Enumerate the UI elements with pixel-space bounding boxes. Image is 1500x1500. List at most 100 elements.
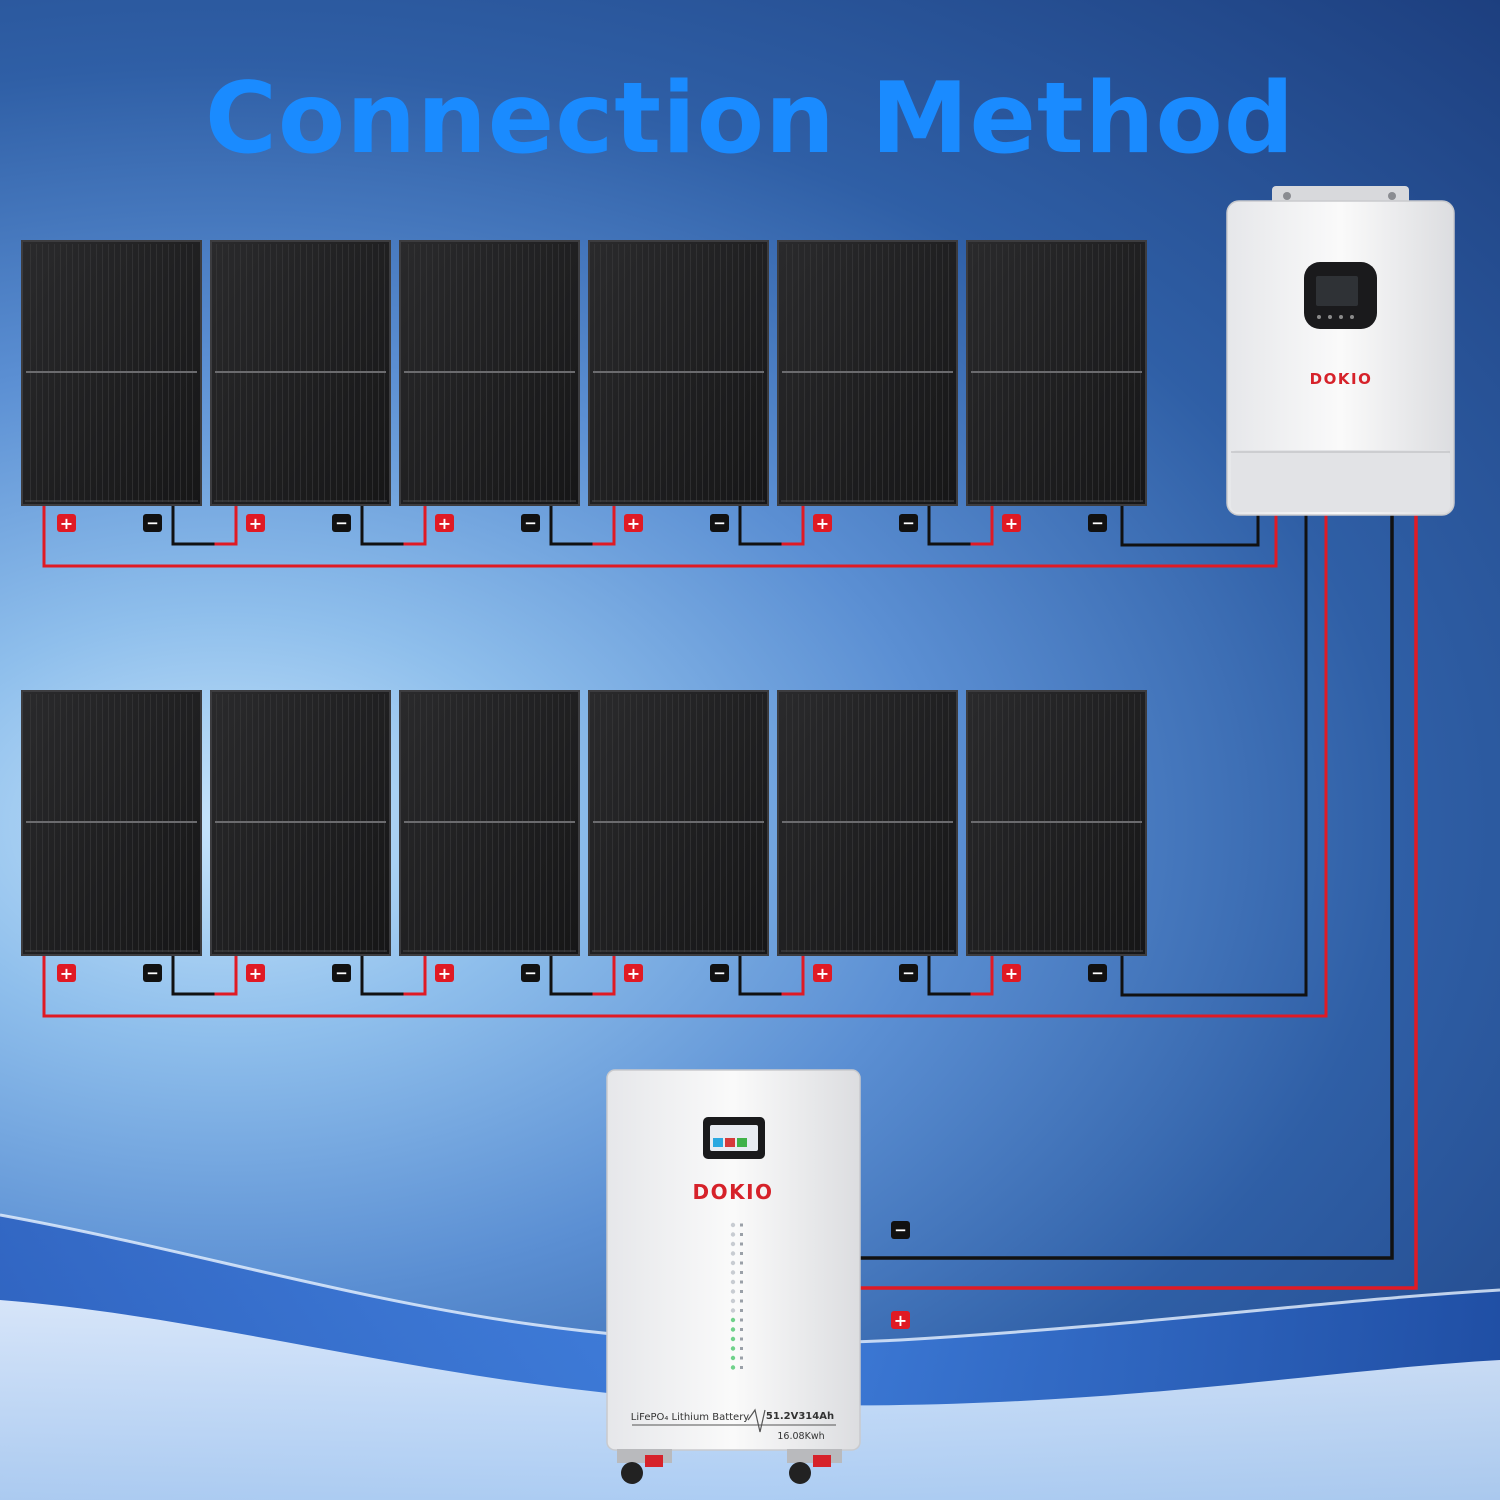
solar-panel [210,690,391,956]
battery-led [730,1355,736,1361]
negative-terminal-label: − [335,514,348,532]
string-positive-lead [42,515,1328,1018]
solar-panel [966,690,1147,956]
series-jumper-positive [781,955,805,996]
battery-led [730,1336,736,1342]
battery-led-mark [740,1242,743,1246]
series-jumper-negative [549,955,593,996]
series-jumper-negative [360,955,404,996]
positive-terminal-icon: + [246,964,265,983]
negative-terminal-icon: − [143,514,162,532]
battery-led [730,1251,736,1256]
solar-panel [21,240,202,506]
battery-led-mark [740,1252,743,1255]
panel-terminals: +−+−+−+−+−+−+−+−+−+−+−+− [57,514,1107,983]
positive-terminal-label: + [60,964,73,983]
battery-led-mark [740,1328,743,1331]
series-jumper-negative [360,505,404,546]
battery-led [730,1289,736,1294]
negative-terminal-label: − [902,514,915,532]
string-negative-lead [1120,515,1308,997]
battery-chemistry-label: LiFePO₄ Lithium Battery [631,1412,750,1423]
battery-brand-logo: DOKIO [692,1180,773,1204]
positive-terminal-label: + [816,514,829,533]
positive-terminal-label: + [60,514,73,533]
positive-terminal-icon: + [624,514,643,533]
negative-terminal-label: − [902,964,915,982]
negative-terminal-icon: − [710,964,729,982]
series-jumper-positive [970,505,994,546]
battery-led-mark [740,1347,743,1350]
battery-positive-terminal-icon: + [891,1311,910,1330]
battery-led [730,1365,736,1370]
solar-panel [399,690,580,956]
solar-panel [210,240,391,506]
negative-terminal-icon: − [332,514,351,532]
negative-terminal-label: − [1091,964,1104,982]
solar-panel [399,240,580,506]
negative-terminal-icon: − [521,514,540,532]
battery-negative-wire [860,515,1394,1260]
battery-led [730,1222,736,1228]
page-title: Connection Method [0,62,1500,176]
battery-spec-label: 51.2V314Ah [766,1411,834,1422]
battery-led-indicators [730,1222,743,1370]
solar-panel [21,690,202,956]
positive-terminal-icon: + [435,514,454,533]
series-jumper-positive [592,955,616,996]
negative-terminal-icon: − [710,514,729,532]
battery-led-mark [740,1233,743,1236]
negative-terminal-icon: − [899,514,918,532]
battery-led-mark [740,1290,743,1293]
battery-led [730,1317,736,1323]
positive-terminal-icon: + [813,964,832,983]
series-jumper-positive [214,505,238,546]
series-jumper-negative [927,955,971,996]
series-jumper-negative [738,955,782,996]
battery-led-mark [740,1337,743,1341]
positive-terminal-icon: + [435,964,454,983]
battery-led [730,1270,736,1275]
positive-terminal-label: + [249,964,262,983]
battery-led [730,1260,736,1266]
series-jumper-positive [781,505,805,546]
solar-panel [588,240,769,506]
battery-led [730,1346,736,1351]
battery-led-mark [740,1271,743,1274]
positive-terminal-label: + [627,514,640,533]
positive-terminal-label: + [438,964,451,983]
positive-terminal-label: + [438,514,451,533]
battery-led-mark [740,1356,743,1360]
solar-panel [966,240,1147,506]
inverter-brand-logo: DOKIO [1310,370,1373,388]
series-jumper-negative [171,955,215,996]
solar-panel [777,690,958,956]
battery-wheel [621,1462,643,1484]
solar-panel [777,240,958,506]
positive-terminal-label: + [249,514,262,533]
negative-terminal-icon: − [1088,964,1107,982]
series-jumper-positive [403,505,427,546]
series-jumper-positive [592,505,616,546]
series-jumper-positive [970,955,994,996]
battery-led-mark [740,1318,743,1322]
wiring [42,505,1418,1290]
battery-led-mark [740,1309,743,1312]
battery-positive-wire [860,515,1418,1290]
inverter: DOKIO [1226,186,1455,516]
positive-terminal-label: + [1005,964,1018,983]
negative-terminal-label: − [713,964,726,982]
battery-wheel [789,1462,811,1484]
battery-led-mark [740,1366,743,1369]
negative-terminal-label: − [146,514,159,532]
string-negative-lead [1120,505,1260,547]
negative-terminal-label: − [524,964,537,982]
battery-led [730,1308,736,1313]
negative-terminal-label: − [524,514,537,532]
positive-terminal-label: + [1005,514,1018,533]
battery-led [730,1327,736,1332]
negative-terminal-label: − [713,514,726,532]
battery-capacity-label: 16.08Kwh [777,1431,824,1442]
negative-terminal-icon: − [1088,514,1107,532]
battery-led-mark [740,1280,743,1284]
